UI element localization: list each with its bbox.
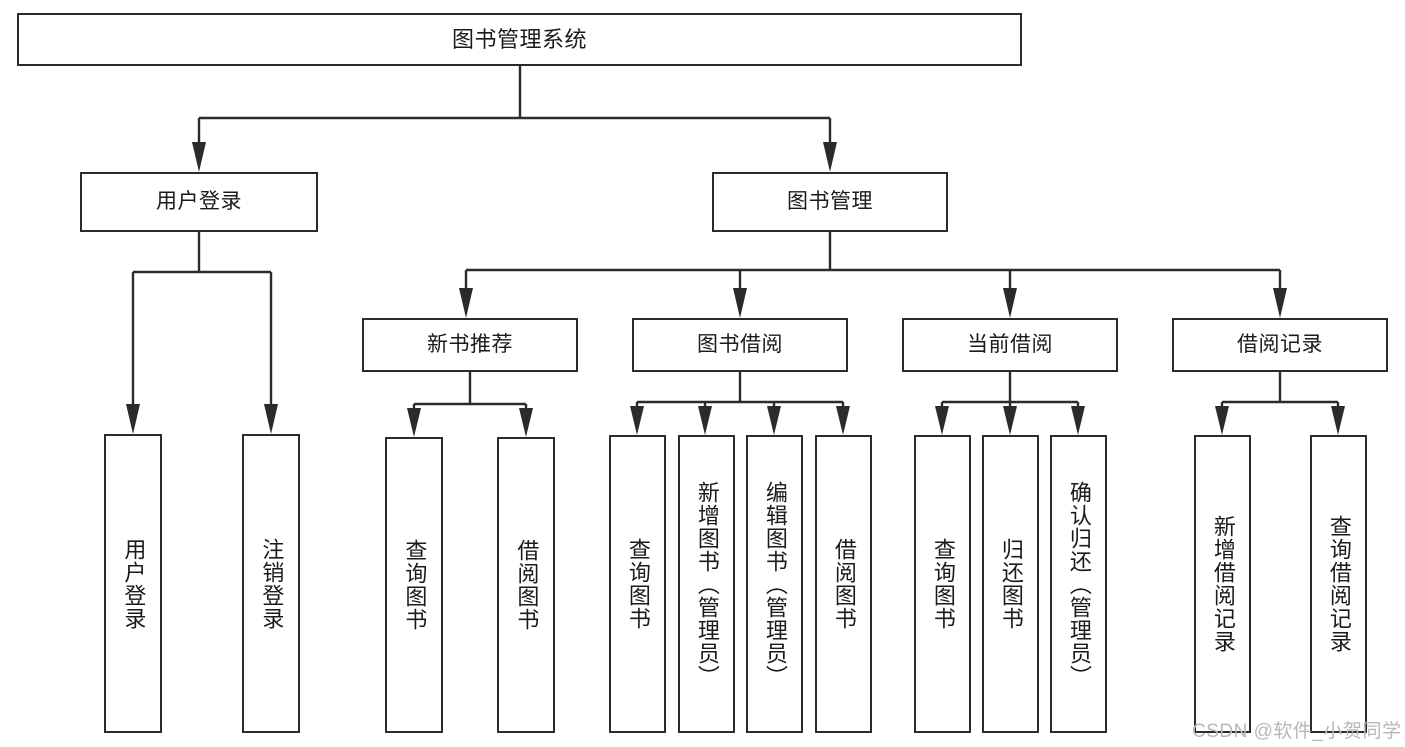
node-borrow-record-label: 借阅记录 (1237, 332, 1323, 356)
node-book-management[interactable]: 图书管理 (712, 172, 948, 232)
node-user-login-label: 用户登录 (156, 189, 242, 213)
leaf-record-query[interactable]: 查询借阅记录 (1310, 435, 1367, 733)
node-new-book-recommend-label: 新书推荐 (427, 332, 513, 356)
leaf-user-login-label: 用户登录 (121, 537, 147, 630)
leaf-logout[interactable]: 注销登录 (242, 434, 300, 733)
leaf-borrow-add-book-label: 新增图书（管理员） (694, 480, 720, 688)
leaf-borrow-borrow-book-label: 借阅图书 (831, 538, 857, 630)
connectors-new-book (412, 372, 528, 420)
leaf-recommend-query-book-label: 查询图书 (402, 539, 428, 631)
leaf-borrow-edit-book[interactable]: 编辑图书（管理员） (746, 435, 803, 733)
connectors-borrow-record (1220, 372, 1340, 420)
leaf-current-confirm-return[interactable]: 确认归还（管理员） (1050, 435, 1107, 733)
node-book-borrow[interactable]: 图书借阅 (632, 318, 848, 372)
node-current-borrow-label: 当前借阅 (967, 332, 1053, 356)
leaf-logout-label: 注销登录 (259, 537, 285, 630)
leaf-user-login[interactable]: 用户登录 (104, 434, 162, 733)
node-user-login[interactable]: 用户登录 (80, 172, 318, 232)
leaf-record-add-label: 新增借阅记录 (1210, 515, 1236, 653)
leaf-current-query-book[interactable]: 查询图书 (914, 435, 971, 733)
leaf-borrow-borrow-book[interactable]: 借阅图书 (815, 435, 872, 733)
leaf-borrow-query-book[interactable]: 查询图书 (609, 435, 666, 733)
leaf-current-confirm-return-label: 确认归还（管理员） (1066, 480, 1092, 688)
node-new-book-recommend[interactable]: 新书推荐 (362, 318, 578, 372)
node-borrow-record[interactable]: 借阅记录 (1172, 318, 1388, 372)
arrowheads (126, 142, 1345, 437)
leaf-recommend-query-book[interactable]: 查询图书 (385, 437, 443, 733)
node-root-label: 图书管理系统 (451, 26, 587, 52)
leaf-current-return-book-label: 归还图书 (998, 538, 1024, 630)
connectors-book-borrow (635, 372, 845, 420)
connectors-root (197, 66, 832, 156)
node-current-borrow[interactable]: 当前借阅 (902, 318, 1118, 372)
leaf-recommend-borrow-book[interactable]: 借阅图书 (497, 437, 555, 733)
leaf-record-query-label: 查询借阅记录 (1326, 515, 1352, 653)
leaf-borrow-query-book-label: 查询图书 (625, 538, 651, 630)
node-book-management-label: 图书管理 (787, 189, 873, 213)
connectors-book-manage (464, 232, 1282, 300)
node-root[interactable]: 图书管理系统 (17, 13, 1022, 66)
leaf-borrow-add-book[interactable]: 新增图书（管理员） (678, 435, 735, 733)
leaf-record-add[interactable]: 新增借阅记录 (1194, 435, 1251, 733)
connectors-user-login (131, 232, 273, 418)
leaf-recommend-borrow-book-label: 借阅图书 (514, 539, 540, 631)
leaf-borrow-edit-book-label: 编辑图书（管理员） (762, 480, 788, 688)
leaf-current-query-book-label: 查询图书 (930, 538, 956, 630)
node-book-borrow-label: 图书借阅 (697, 332, 783, 356)
leaf-current-return-book[interactable]: 归还图书 (982, 435, 1039, 733)
